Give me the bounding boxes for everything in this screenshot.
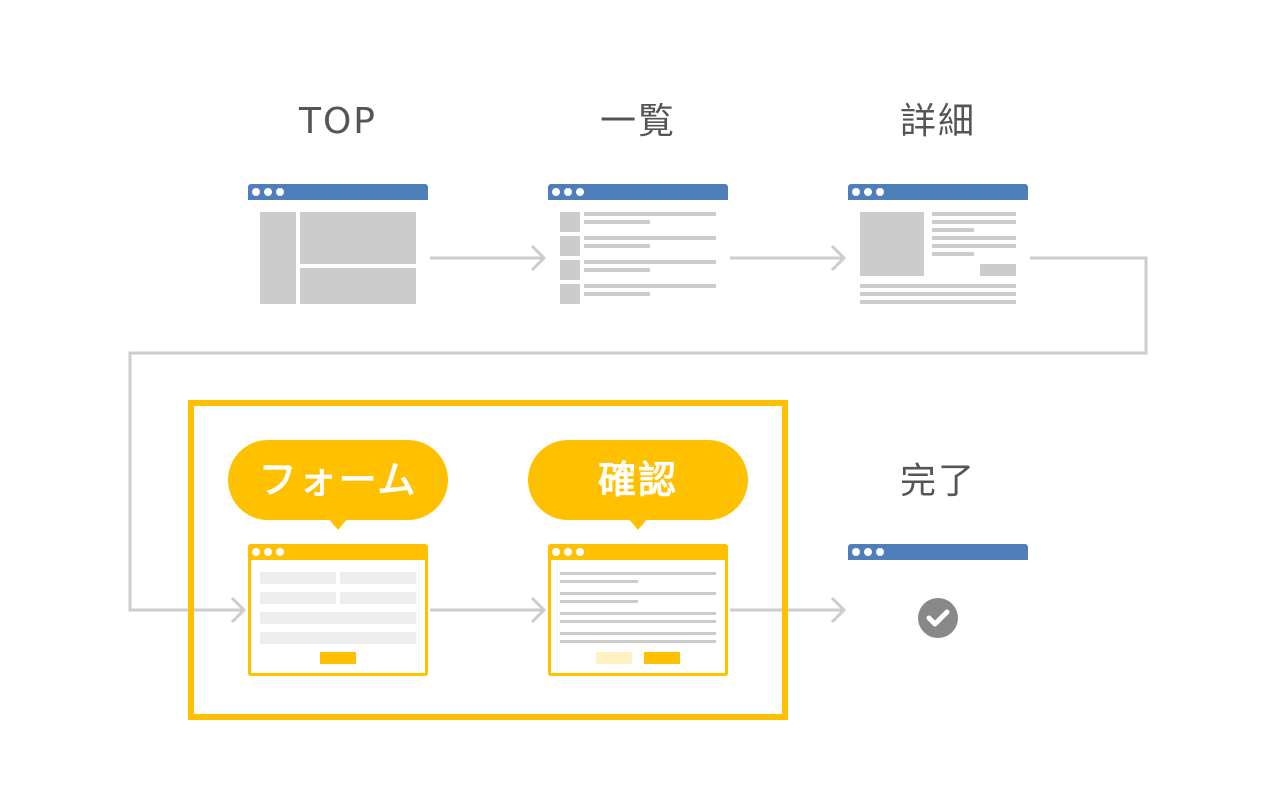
confirm-submit-button: [644, 652, 680, 664]
confirm-line: [560, 580, 638, 583]
window-dot-icon: [252, 548, 260, 556]
list-line: [584, 220, 650, 224]
confirm-line: [560, 640, 716, 643]
window-dot-icon: [264, 548, 272, 556]
list-line: [584, 284, 716, 288]
window-dot-icon: [276, 188, 284, 196]
detail-line: [860, 292, 1016, 296]
list-line: [584, 260, 716, 264]
form-submit-button: [320, 652, 356, 664]
arrow-right-icon: [530, 596, 547, 624]
window-list: [548, 184, 728, 308]
form-field: [260, 632, 416, 644]
form-field: [340, 592, 416, 604]
form-field: [260, 612, 416, 624]
confirm-line: [560, 612, 716, 615]
detail-line: [860, 300, 1016, 304]
window-dot-icon: [252, 188, 260, 196]
list-line: [584, 292, 650, 296]
step-label-confirm: 確認: [597, 458, 678, 502]
window-titlebar: [548, 184, 728, 200]
list-line: [584, 244, 650, 248]
window-top: [248, 184, 428, 308]
check-circle-icon: [918, 598, 958, 638]
confirm-line: [560, 632, 716, 635]
detail-line: [932, 212, 1016, 216]
list-thumb: [560, 236, 580, 256]
step-label-top: TOP: [298, 101, 378, 142]
window-dot-icon: [864, 188, 872, 196]
list-thumb: [560, 284, 580, 304]
step-bubble-form: フォーム: [228, 440, 448, 530]
window-dot-icon: [564, 188, 572, 196]
window-dot-icon: [564, 548, 572, 556]
detail-line: [932, 236, 1016, 240]
confirm-line: [560, 592, 716, 595]
form-field: [340, 572, 416, 584]
step-label-form: フォーム: [258, 458, 418, 502]
list-thumb: [560, 212, 580, 232]
detail-line: [932, 228, 974, 232]
arrow-right-icon: [530, 244, 547, 272]
window-titlebar: [248, 184, 428, 200]
window-dot-icon: [264, 188, 272, 196]
list-line: [584, 212, 716, 216]
connector-detail-to-form: [128, 256, 1148, 612]
arrow-right-icon: [830, 244, 847, 272]
detail-button: [980, 264, 1016, 276]
window-complete: [848, 544, 1028, 644]
window-titlebar: [848, 184, 1028, 200]
arrow-right-icon: [830, 596, 847, 624]
step-label-detail: 詳細: [899, 101, 976, 142]
window-dot-icon: [576, 188, 584, 196]
window-dot-icon: [852, 188, 860, 196]
list-line: [584, 268, 650, 272]
window-detail: [848, 184, 1028, 308]
placeholder-content: [300, 268, 416, 304]
confirm-line: [560, 572, 716, 575]
step-bubble-confirm: 確認: [528, 440, 748, 530]
step-label-complete: 完了: [899, 461, 976, 502]
window-dot-icon: [876, 188, 884, 196]
confirm-line: [560, 620, 716, 623]
detail-line: [932, 220, 1016, 224]
detail-image: [860, 212, 924, 276]
list-thumb: [560, 260, 580, 280]
window-dot-icon: [852, 548, 860, 556]
window-dot-icon: [576, 548, 584, 556]
form-field: [260, 572, 336, 584]
placeholder-sidebar: [260, 212, 296, 304]
window-titlebar: [548, 544, 728, 560]
detail-line: [860, 284, 1016, 288]
detail-line: [932, 252, 974, 256]
form-field: [260, 592, 336, 604]
placeholder-hero: [300, 212, 416, 264]
window-dot-icon: [552, 188, 560, 196]
arrow-right-icon: [230, 596, 247, 624]
list-line: [584, 236, 716, 240]
highlight-frame: [188, 400, 788, 720]
window-dot-icon: [552, 548, 560, 556]
window-dot-icon: [876, 548, 884, 556]
detail-line: [932, 244, 1016, 248]
window-form: [248, 544, 428, 676]
confirm-line: [560, 600, 638, 603]
window-dot-icon: [864, 548, 872, 556]
confirm-back-button: [596, 652, 632, 664]
step-label-list: 一覧: [599, 101, 676, 142]
window-titlebar: [848, 544, 1028, 560]
window-confirm: [548, 544, 728, 676]
window-dot-icon: [276, 548, 284, 556]
window-titlebar: [248, 544, 428, 560]
